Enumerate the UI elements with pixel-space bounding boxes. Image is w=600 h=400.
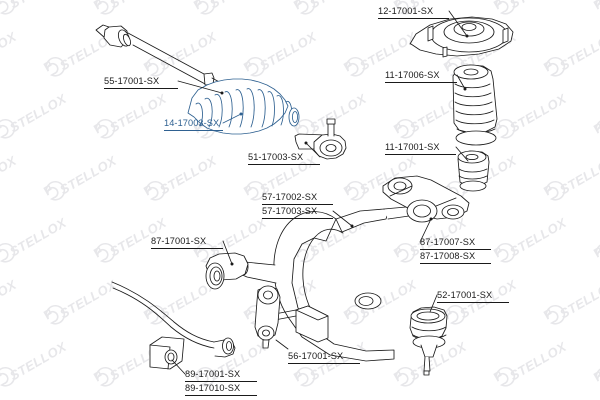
part-label-inner-tie-rod[interactable]: 55-17001-SX (104, 76, 178, 89)
part-drawing-stabilizer-bar-bush (149, 336, 185, 370)
part-label-strut-mount[interactable]: 12-17001-SX (378, 6, 449, 19)
part-label-control-arm-bracket-1[interactable]: 87-17007-SX (420, 237, 491, 250)
part-label-bump-stop-boot[interactable]: 11-17006-SX (385, 70, 457, 83)
part-label-control-arm-left[interactable]: 57-17002-SX (262, 192, 333, 205)
part-label-lower-ball-joint[interactable]: 52-17001-SX (437, 290, 509, 303)
part-label-strut-bushing[interactable]: 11-17001-SX (385, 142, 456, 155)
leader-dots (220, 34, 469, 266)
part-drawing-stabilizer-link (254, 285, 281, 349)
part-label-stabilizer-bushing[interactable]: 87-17001-SX (151, 236, 223, 249)
part-label-stabilizer-bar-bush-2[interactable]: 89-17010-SX (185, 383, 257, 396)
leader-lines (171, 10, 469, 375)
part-label-steering-rack-boot[interactable]: 14-17003-SX (164, 118, 223, 131)
part-label-stabilizer-bar-bush-1[interactable]: 89-17001-SX (185, 369, 257, 382)
leader-dots-highlight (239, 112, 243, 116)
part-label-control-arm-right[interactable]: 57-17003-SX (262, 206, 333, 219)
part-drawing-control-arm-bracket (382, 175, 470, 223)
part-drawing-stabilizer-bar (111, 281, 236, 358)
part-drawing-strut-bushing (457, 150, 490, 192)
part-drawing-stabilizer-bushing (205, 252, 249, 290)
part-drawing-lower-ball-joint (409, 306, 448, 376)
part-drawing-strut-mount (409, 16, 514, 58)
part-drawing-outer-tie-rod-end (294, 118, 347, 160)
part-label-control-arm-bracket-2[interactable]: 87-17008-SX (420, 251, 491, 264)
part-label-outer-tie-rod-end[interactable]: 51-17003-SX (248, 152, 320, 165)
part-drawing-control-arm (236, 205, 424, 362)
part-label-stabilizer-link[interactable]: 56-17001-SX (288, 351, 360, 364)
part-drawing-bump-stop-boot (452, 64, 498, 146)
part-drawing-steering-rack-boot (187, 78, 300, 135)
